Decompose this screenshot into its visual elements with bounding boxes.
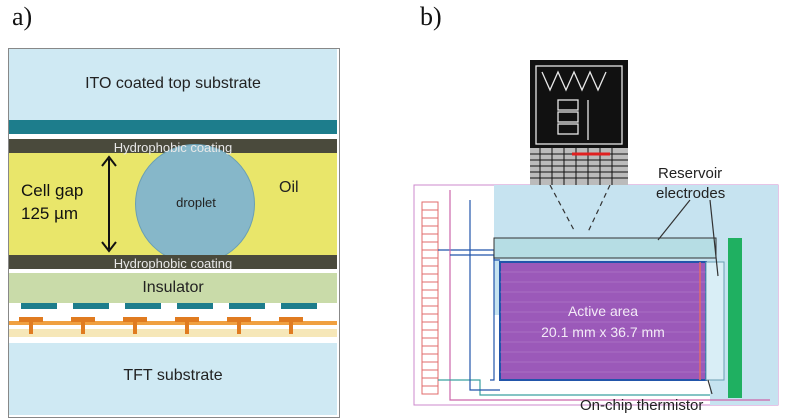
hydrophobic-coating-bottom	[9, 255, 337, 269]
right-electrode-column	[705, 261, 725, 381]
cross-section-diagram: ITO coated top substrate Hydrophobic coa…	[8, 48, 340, 418]
active-label-1: Active area	[568, 303, 638, 319]
panel-b-label: b)	[420, 2, 442, 31]
tft-substrate: TFT substrate	[9, 343, 337, 415]
cell-gap-arrow	[101, 155, 117, 253]
droplet	[135, 144, 255, 264]
reservoir-label-1: Reservoir	[658, 165, 722, 182]
hydrophobic-bottom-label: Hydrophobic coating	[113, 256, 233, 271]
hydrophobic-top-label: Hydrophobic coating	[113, 140, 233, 155]
active-label-2: 20.1 mm x 36.7 mm	[541, 324, 665, 340]
chip-layout-diagram: Reservoir electrodes Active area 20.1 mm…	[413, 60, 779, 414]
oil-label: Oil	[279, 179, 299, 196]
ito-top-substrate: ITO coated top substrate	[9, 49, 337, 120]
droplet-label: droplet	[176, 195, 216, 210]
cell-gap-value: 125 µm	[21, 204, 79, 223]
insulator-label: Insulator	[142, 279, 204, 296]
insulator-layer: Insulator	[9, 273, 337, 303]
ito-electrode-strip	[9, 120, 337, 134]
hydrophobic-coating-top	[9, 139, 337, 153]
panel-a-label: a)	[12, 2, 33, 31]
reservoir-label-2: electrodes	[656, 185, 725, 202]
active-area	[499, 261, 707, 381]
tft-substrate-label: TFT substrate	[123, 367, 223, 384]
ito-top-substrate-label: ITO coated top substrate	[85, 75, 261, 92]
thermistor-label: On-chip thermistor	[580, 397, 703, 414]
tft-electrode-array	[9, 303, 337, 343]
reservoir-electrode-bar	[493, 237, 717, 259]
cell-gap-label: Cell gap 125 µm	[21, 179, 83, 225]
on-chip-thermistor	[728, 238, 742, 398]
cell-gap-line1: Cell gap	[21, 181, 84, 200]
